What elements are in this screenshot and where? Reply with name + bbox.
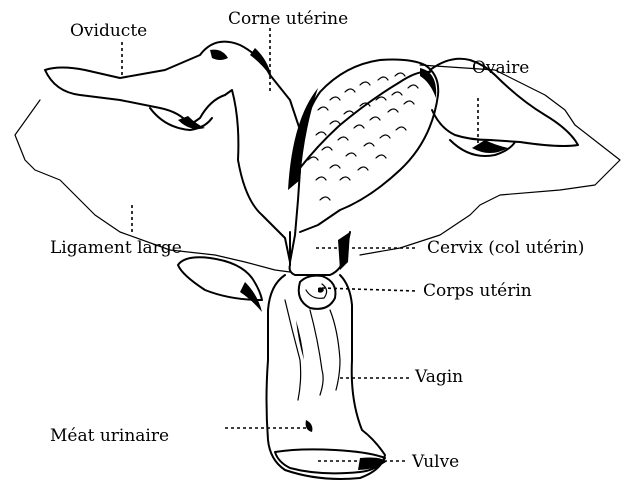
oviduct-shade — [210, 50, 228, 60]
label-corps-uterin: Corps utérin — [423, 281, 532, 301]
left-horn-shade — [250, 48, 272, 78]
vaginal-fold-right — [330, 310, 340, 390]
label-ligament-large: Ligament large — [50, 238, 182, 258]
label-vulve: Vulve — [411, 452, 459, 472]
vaginal-fold-mid — [310, 310, 323, 395]
corps-uterin-circle — [299, 276, 336, 309]
cervix-shade — [338, 232, 350, 270]
label-vagin: Vagin — [414, 367, 463, 387]
body-outline — [267, 275, 386, 479]
corps-uterin-inner — [306, 284, 327, 298]
label-oviducte: Oviducte — [70, 21, 147, 41]
uterine-glands — [308, 73, 418, 200]
vulva-shade — [358, 458, 386, 471]
vaginal-fold-shade — [296, 320, 304, 360]
vaginal-fold-left — [285, 300, 301, 400]
urinary-meatus-shade — [306, 420, 313, 432]
label-meat-urinaire: Méat urinaire — [50, 426, 169, 446]
left-horn-outline — [45, 42, 300, 262]
lateral-flap-shade — [240, 282, 262, 312]
label-ovaire: Ovaire — [472, 58, 529, 78]
label-corne-uterine: Corne utérine — [228, 9, 348, 29]
label-cervix: Cervix (col utérin) — [427, 238, 584, 258]
